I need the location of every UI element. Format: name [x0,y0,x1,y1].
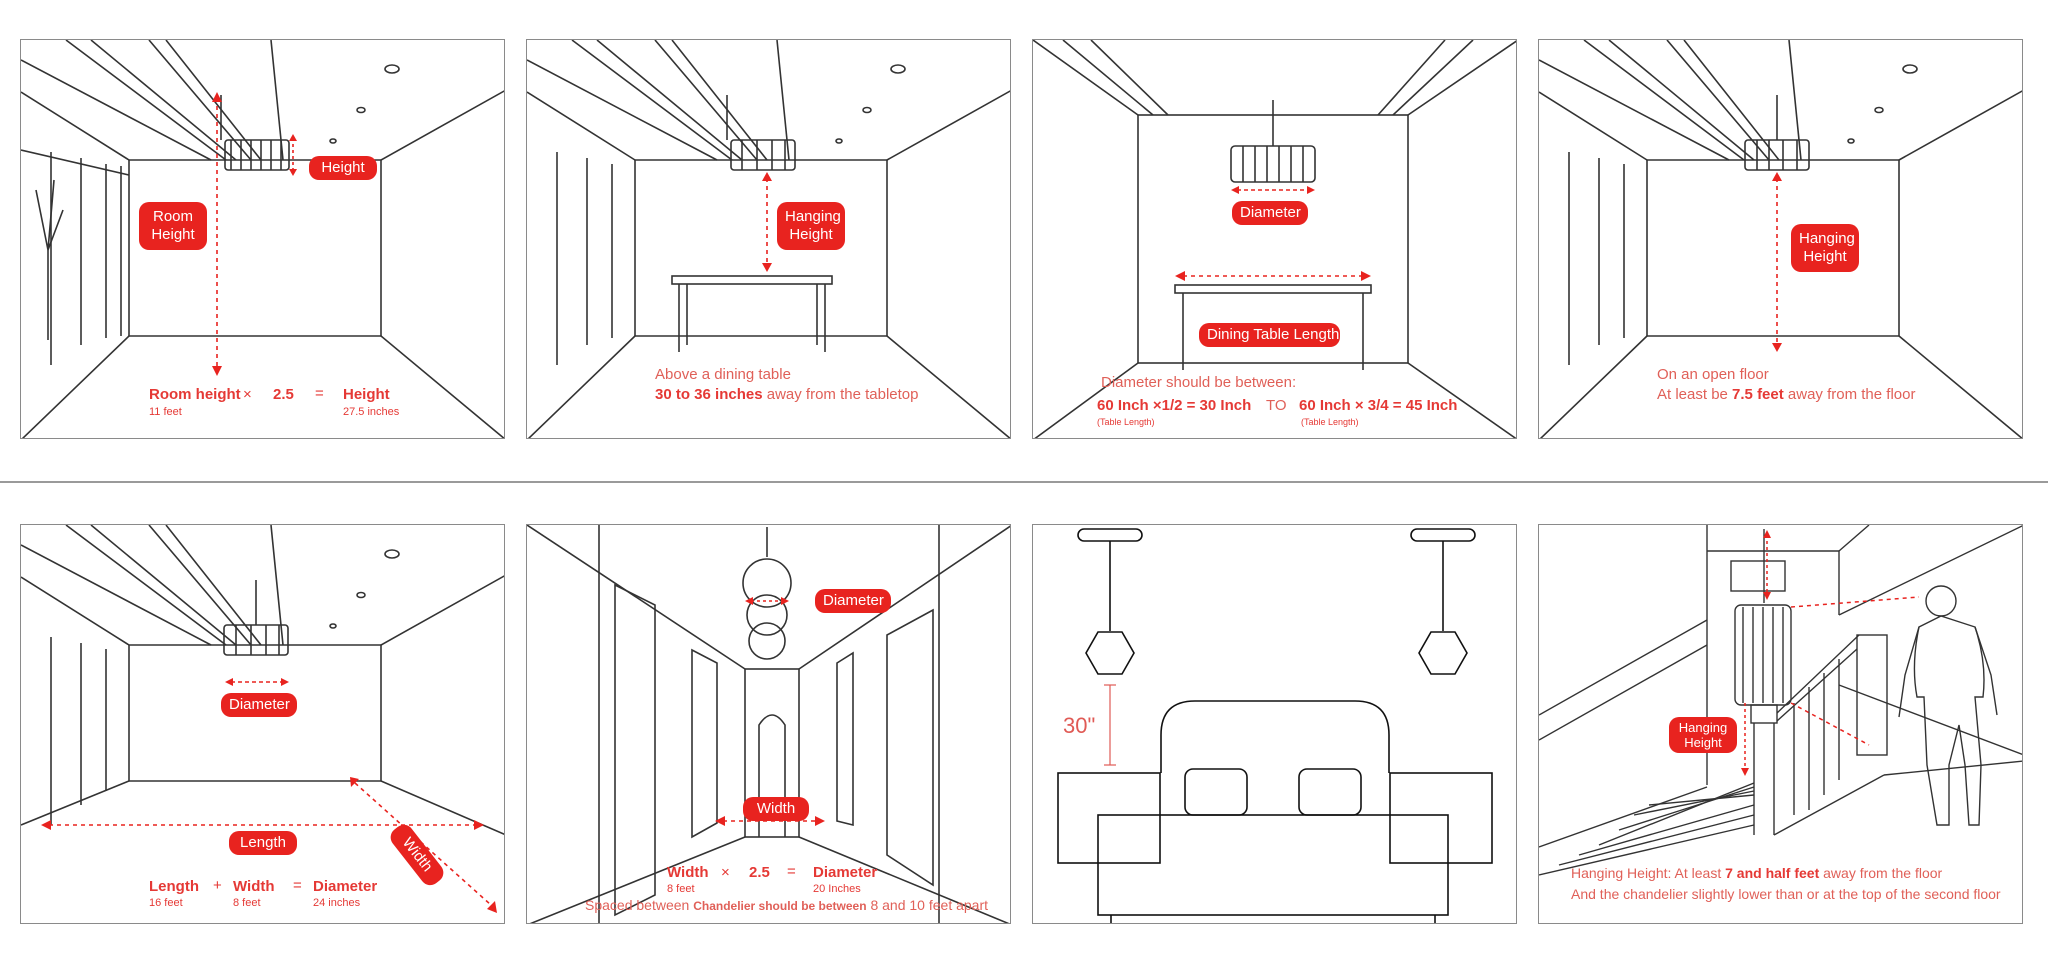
diameter-range-intro: Diameter should be between: [1101,374,1297,391]
caption1-rest: away from the floor [1819,865,1943,881]
formula-width: Width [233,878,275,895]
equals-sign: = [787,863,796,880]
caption-mid: Chandelier should be between [693,899,867,913]
caption-line1: Above a dining table [655,366,791,383]
caption-rest: away from the tabletop [762,386,919,403]
formula-diameter: Diameter [313,878,378,895]
formula-room-height: Room height [149,386,241,403]
staircase-illustration [1539,525,2022,876]
panel-diameter: Diameter Dining Table Length Diameter sh… [1032,39,1517,439]
caption-line1: Hanging Height: At least 7 and half feet… [1571,865,1942,881]
caption-rest: 8 and 10 feet apart [866,897,989,913]
panel-sofa-pendants: 30" [1032,524,1517,924]
caption1-pre: Hanging Height: At least [1571,865,1726,881]
to-label: TO [1266,397,1287,414]
factor-value: 2.5 [273,386,294,403]
caption-pre: At least be [1657,386,1733,403]
panel-room-size: Diameter Length Width Length 16 feet + W… [20,524,505,924]
spacing-caption: Spaced between Chandelier should be betw… [585,897,988,913]
hanging-line2: Height [1684,735,1722,750]
formula-diameter-sub: 24 inches [313,897,361,909]
caption-bold: 7.5 feet [1732,386,1784,403]
caption-pre: Spaced between [585,897,694,913]
formula-width-sub: 8 feet [233,897,261,909]
room-with-table-illustration [527,40,1010,438]
formula-length: Length [149,878,199,895]
factor-value: 2.5 [749,864,770,881]
equation-half: 60 Inch ×1/2 = 30 Inch [1097,397,1252,414]
box-room-illustration [1033,40,1516,438]
formula-diameter: Diameter [813,864,878,881]
equals-sign: = [293,877,302,894]
equals-sign: = [315,385,324,402]
caption1-bold: 7 and half feet [1725,865,1820,881]
times-sign: × [243,386,252,403]
hallway-illustration [527,525,1010,923]
equation-half-sub: (Table Length) [1097,417,1155,427]
hanging-line2: Height [789,226,833,243]
formula-height: Height [343,386,390,403]
caption-rest: away from the floor [1783,386,1916,403]
room-height-line1: Room [152,208,193,225]
hanging-height-label: Hanging Height [1669,717,1737,753]
times-sign: × [721,864,730,881]
equation-three-quarters-sub: (Table Length) [1301,417,1359,427]
panel-staircase: Hanging Height Hanging Height: At least … [1538,524,2023,924]
diameter-label: Diameter [815,589,891,613]
room-height-label: Room Height [139,202,207,250]
caption-line1: On an open floor [1657,366,1769,383]
diameter-label: Diameter [221,693,297,717]
length-label: Length [229,831,297,855]
hanging-line1: Hanging [1799,230,1855,247]
caption-line2: And the chandelier slightly lower than o… [1571,886,2001,902]
formula-diameter-sub: 20 Inches [813,883,861,895]
width-label: Width [743,797,809,821]
plus-sign: + [213,877,222,894]
caption-line2: At least be 7.5 feet away from the floor [1657,386,1915,403]
room-illustration [21,40,504,438]
panel-room-height: Room Height Height Room height 11 feet ×… [20,39,505,439]
dining-table-length-label: Dining Table Length [1199,323,1340,347]
diameter-label: Diameter [1232,201,1308,225]
panel-hallway: Diameter Width Width 8 feet × 2.5 = Diam… [526,524,1011,924]
formula-length-sub: 16 feet [149,897,183,909]
caption-bold: 30 to 36 inches [655,386,763,403]
equation-three-quarters: 60 Inch × 3/4 = 45 Inch [1299,397,1458,414]
panel-open-floor: Hanging Height On an open floor At least… [1538,39,2023,439]
hanging-line1: Hanging [785,208,841,225]
formula-room-height-sub: 11 feet [149,406,182,418]
hanging-line2: Height [1803,248,1847,265]
formula-width: Width [667,864,709,881]
room-height-line2: Height [151,226,195,243]
hanging-height-label: Hanging Height [777,202,845,250]
sofa-pendants-illustration [1057,528,1493,923]
hanging-height-label: Hanging Height [1791,224,1859,272]
caption-line2: 30 to 36 inches away from the tabletop [655,386,918,403]
pendant-height-distance: 30" [1063,713,1096,738]
hanging-line1: Hanging [1678,720,1728,735]
formula-height-sub: 27.5 inches [343,406,400,418]
panel-dining-table: Hanging Height Above a dining table 30 t… [526,39,1011,439]
open-room-illustration [1539,40,2022,438]
formula-width-sub: 8 feet [667,883,695,895]
height-label: Height [309,156,377,180]
row-divider [0,481,2048,483]
